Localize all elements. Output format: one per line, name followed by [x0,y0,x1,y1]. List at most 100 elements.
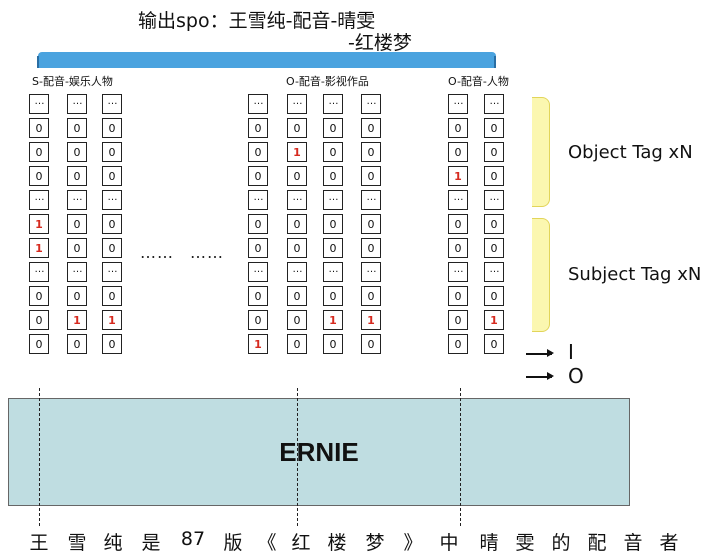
sentence-token: 87 [180,528,206,550]
tag-cell: 0 [67,334,87,354]
tag-cell: 0 [448,118,468,138]
tag-cell: 0 [448,310,468,330]
tag-cell: 1 [484,310,504,330]
tag-cell: 0 [361,142,381,162]
tag-cell: 0 [102,238,122,258]
output-spo-title-continued: -红楼梦 [348,32,412,54]
tag-cell: 0 [323,118,343,138]
tag-cell: 0 [484,286,504,306]
tag-cell: 0 [484,166,504,186]
tag-cell: 0 [29,142,49,162]
tag-cell: 0 [102,286,122,306]
tag-cell: … [248,262,268,282]
tag-cell: 1 [67,310,87,330]
tag-cell: … [102,262,122,282]
tag-cell: 0 [102,214,122,234]
tag-cell: 0 [102,334,122,354]
tag-cell: 0 [248,118,268,138]
sentence-token: 配 [587,532,607,554]
tag-cell: 0 [29,286,49,306]
sentence-token: 者 [659,532,679,554]
tag-cell: 1 [323,310,343,330]
tag-cell: 0 [29,166,49,186]
sentence-token: 雪 [67,532,87,554]
gap-dots-left: …… [140,243,174,262]
subject-tag-brace [532,218,550,332]
tag-cell: … [361,94,381,114]
tag-cell: … [484,262,504,282]
tag-cell: 1 [287,142,307,162]
tag-cell: 0 [484,118,504,138]
sentence-token: 是 [141,532,161,554]
subject-tag-label: Subject Tag xN [568,264,702,285]
sentence-token: 晴 [479,532,499,554]
tag-cell: 0 [29,334,49,354]
tag-cell: … [323,94,343,114]
tag-cell: 0 [484,238,504,258]
tag-cell: 0 [287,334,307,354]
tag-cell: 0 [29,310,49,330]
tag-cell: 0 [67,142,87,162]
tag-cell: 0 [248,310,268,330]
tag-cell: … [67,262,87,282]
sentence-token: 红 [291,532,311,554]
i-label: I [568,340,574,364]
tag-cell: … [448,190,468,210]
tag-cell: 0 [67,118,87,138]
tag-cell: 0 [67,166,87,186]
tag-cell: … [29,94,49,114]
sentence-token: 王 [29,532,49,554]
tag-cell: 0 [67,286,87,306]
tag-cell: … [484,190,504,210]
tag-cell: … [323,262,343,282]
tag-cell: 0 [248,238,268,258]
tag-cell: 0 [67,238,87,258]
output-spo-title: 输出spo：王雪纯-配音-晴雯 [138,10,376,32]
tag-cell: … [448,94,468,114]
tag-cell: 0 [323,214,343,234]
tag-cell: 0 [102,142,122,162]
tag-cell: … [287,94,307,114]
tag-cell: 0 [323,286,343,306]
tag-cell: 0 [448,142,468,162]
tag-cell: … [29,190,49,210]
tag-cell: 0 [248,286,268,306]
tag-cell: 1 [361,310,381,330]
tag-cell: 0 [448,286,468,306]
tag-cell: 0 [448,238,468,258]
gap-dots-right: …… [190,243,224,262]
tag-cell: 0 [361,166,381,186]
tag-cell: 0 [287,286,307,306]
o-row-arrow [526,373,554,379]
tag-cell: … [361,190,381,210]
sentence-token: 的 [551,532,571,554]
sentence-token: 版 [223,532,243,554]
token-connector-3 [460,388,461,526]
token-connector-2 [297,388,298,526]
tag-cell: … [287,190,307,210]
tag-cell: 0 [102,166,122,186]
token-connector-1 [39,388,40,526]
tag-cell: 0 [287,214,307,234]
ernie-label: ERNIE [279,436,359,467]
tag-cell: 0 [484,142,504,162]
tag-cell: 0 [484,214,504,234]
tag-cell: … [248,94,268,114]
tag-cell: 0 [484,334,504,354]
tag-cell: 0 [361,118,381,138]
tag-cell: 0 [361,238,381,258]
tag-cell: … [323,190,343,210]
tag-cell: 0 [67,214,87,234]
sentence-token: 中 [439,532,459,554]
sentence-token: 《 [257,532,277,554]
o-label: O [568,364,584,388]
tag-cell: … [102,94,122,114]
tag-cell: 0 [287,118,307,138]
output-bar-right-tick [494,56,496,68]
